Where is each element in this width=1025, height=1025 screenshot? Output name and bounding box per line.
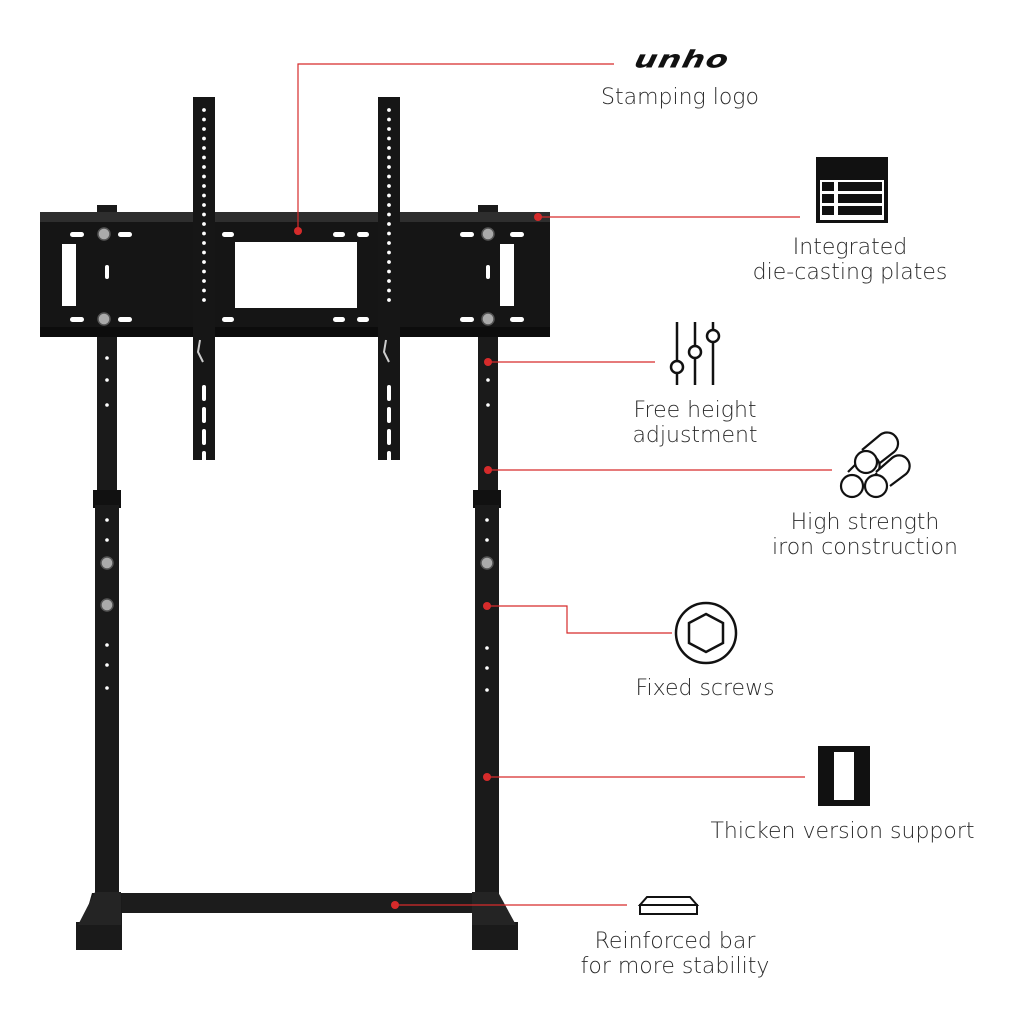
arm-hole [387, 203, 391, 207]
arm-hole [387, 231, 391, 236]
arm-hole [387, 146, 391, 150]
arm-hole [387, 250, 391, 255]
arm-slot [387, 429, 391, 445]
label-iron: High strength iron construction [772, 510, 958, 560]
left-vesa-arm [193, 97, 215, 460]
arm-slot [202, 385, 206, 401]
arm-slot [202, 451, 206, 467]
arm-hole [387, 193, 391, 198]
arm-hole [202, 127, 206, 131]
arm-hole [202, 165, 206, 169]
arm-hole [202, 269, 206, 274]
arm-hole [387, 269, 391, 274]
plates-icon [816, 157, 888, 223]
arm-hole [387, 155, 391, 160]
callout-dots [294, 213, 542, 909]
label-die-casting: Integrated die-casting plates [752, 235, 948, 285]
reinforced-bar [110, 893, 485, 913]
arm-hole [387, 174, 391, 179]
arm-slot [387, 407, 391, 423]
plate-window [235, 242, 357, 308]
arm-hole [202, 203, 206, 207]
arm-hole [387, 241, 391, 245]
arm-hole [387, 127, 391, 131]
arm-hole [202, 136, 206, 141]
arm-hole [202, 288, 206, 293]
arm-hole [387, 184, 391, 188]
bolts [97, 227, 495, 612]
arm-hole [387, 117, 391, 122]
arm-hole [387, 288, 391, 293]
arm-slot [202, 429, 206, 445]
pipes-icon [839, 431, 911, 499]
arm-hole [202, 146, 206, 150]
arm-hole [202, 184, 206, 188]
arm-hole [202, 250, 206, 255]
right-lower-post [475, 505, 499, 900]
hex-screw-icon [674, 601, 738, 665]
arm-hole [202, 231, 206, 236]
arm-hole [202, 193, 206, 198]
arm-hole [387, 298, 391, 302]
arm-hooks [196, 339, 390, 363]
flat-bar-icon [637, 896, 700, 915]
left-lower-post [95, 505, 119, 900]
arm-hole [387, 212, 391, 217]
brand-logo: unho [631, 44, 733, 74]
sliders-icon [669, 322, 721, 385]
arm-hole [387, 136, 391, 141]
arm-hole [202, 155, 206, 160]
arm-hole [202, 212, 206, 217]
label-height: Free height adjustment [632, 398, 758, 448]
arm-slot [202, 407, 206, 423]
arm-hole [202, 222, 206, 226]
arm-hole [202, 117, 206, 122]
arm-hole [202, 174, 206, 179]
left-sleeve [93, 490, 121, 508]
label-thicken: Thicken version support [710, 819, 975, 844]
arm-hole [387, 260, 391, 264]
plate-slots [70, 232, 524, 322]
arm-slot [387, 385, 391, 401]
arm-hole [202, 298, 206, 302]
label-stamping-logo: Stamping logo [601, 85, 759, 110]
thick-bar-icon [818, 746, 870, 806]
post-holes [105, 265, 490, 692]
tv-stand [40, 97, 550, 950]
arm-hole [387, 165, 391, 169]
arm-hole [387, 279, 391, 283]
label-reinforced: Reinforced bar for more stability [580, 929, 770, 979]
label-screws: Fixed screws [635, 676, 775, 701]
arm-hole [202, 279, 206, 283]
arm-hole [202, 260, 206, 264]
right-sleeve [473, 490, 501, 508]
right-vesa-arm [378, 97, 400, 460]
arm-hole [202, 108, 206, 112]
arm-hole [387, 222, 391, 226]
callout-lines [297, 63, 832, 906]
arm-holes [202, 108, 391, 467]
arm-hole [387, 108, 391, 112]
arm-hole [202, 241, 206, 245]
arm-slot [387, 451, 391, 467]
